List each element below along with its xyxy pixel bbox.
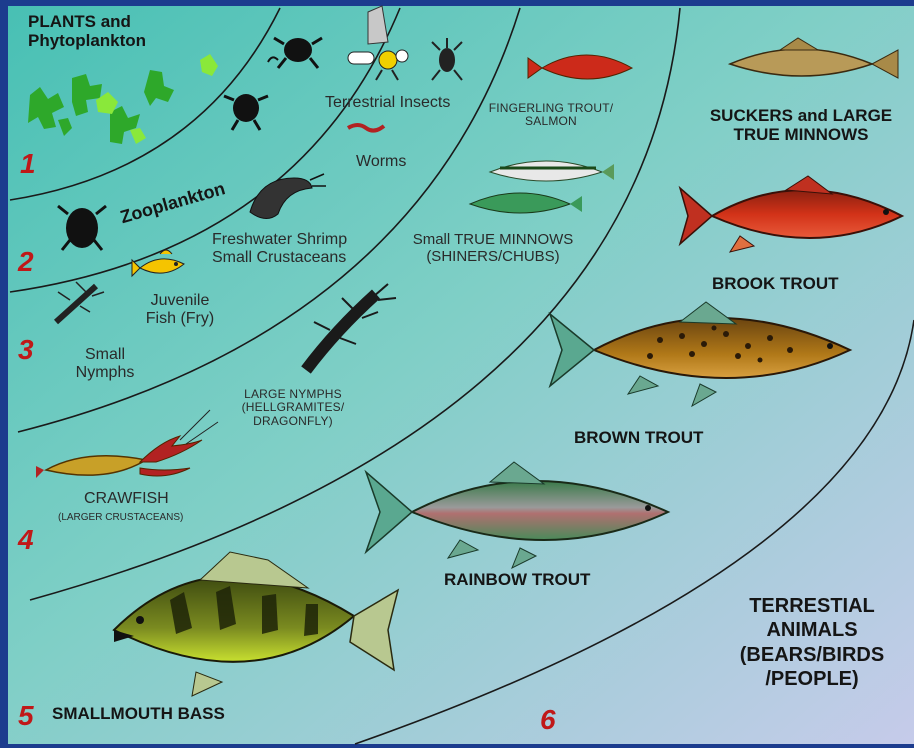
fingerling-label: FINGERLING TROUT/ SALMON: [486, 102, 616, 129]
crawfish-label: CRAWFISH: [84, 490, 169, 508]
terrestrial-animals-label-line-4: /PEOPLE): [712, 667, 912, 691]
juvenile-fish-label-line-2: Fish (Fry): [130, 310, 230, 328]
level-number-2: 2: [18, 246, 34, 278]
freshwater-shrimp-label-line-1: Freshwater Shrimp: [212, 231, 347, 249]
level-number-6: 6: [540, 704, 556, 736]
small-nymphs-label-line-2: Nymphs: [70, 364, 140, 382]
large-nymphs-label-line-3: DRAGONFLY): [228, 415, 358, 428]
rainbow-trout-label: RAINBOW TROUT: [444, 570, 590, 589]
terrestrial-animals-label-line-1: TERRESTIAL: [712, 594, 912, 618]
small-minnows-label-line-2: (SHINERS/CHUBS): [398, 249, 588, 266]
terrestrial-animals-label-line-2: ANIMALS: [712, 618, 912, 642]
suckers-label: SUCKERS and LARGE TRUE MINNOWS: [694, 106, 908, 144]
large-nymphs-label: LARGE NYMPHS (HELLGRAMITES/ DRAGONFLY): [228, 388, 358, 428]
level-number-4: 4: [18, 524, 34, 556]
level-number-3: 3: [18, 334, 34, 366]
smallmouth-bass-label: SMALLMOUTH BASS: [52, 704, 225, 723]
small-minnows-label-line-1: Small TRUE MINNOWS: [398, 232, 588, 249]
large-nymphs-label-line-1: LARGE NYMPHS: [228, 388, 358, 401]
fingerling-label-line-2: SALMON: [486, 115, 616, 128]
plants-label-line-1: PLANTS and: [28, 12, 146, 31]
level-number-5: 5: [18, 700, 34, 732]
small-nymphs-label: Small Nymphs: [70, 346, 140, 382]
suckers-label-line-2: TRUE MINNOWS: [694, 125, 908, 144]
plants-label: PLANTS and Phytoplankton: [28, 12, 146, 50]
fingerling-label-line-1: FINGERLING TROUT/: [486, 102, 616, 115]
juvenile-fish-label-line-1: Juvenile: [130, 292, 230, 310]
brown-trout-label: BROWN TROUT: [574, 428, 703, 447]
freshwater-shrimp-label-line-2: Small Crustaceans: [212, 249, 347, 267]
freshwater-shrimp-label: Freshwater Shrimp Small Crustaceans: [212, 231, 347, 267]
small-nymphs-label-line-1: Small: [70, 346, 140, 364]
suckers-label-line-1: SUCKERS and LARGE: [694, 106, 908, 125]
brook-trout-label: BROOK TROUT: [712, 274, 839, 293]
small-minnows-label: Small TRUE MINNOWS (SHINERS/CHUBS): [398, 232, 588, 266]
crawfish-sublabel: (LARGER CRUSTACEANS): [58, 512, 183, 523]
level-number-1: 1: [20, 148, 36, 180]
plants-label-line-2: Phytoplankton: [28, 31, 146, 50]
terrestrial-insects-label: Terrestrial Insects: [325, 94, 450, 112]
worms-label: Worms: [356, 153, 406, 171]
terrestrial-animals-label: TERRESTIAL ANIMALS (BEARS/BIRDS /PEOPLE): [712, 594, 912, 692]
terrestrial-animals-label-line-3: (BEARS/BIRDS: [712, 643, 912, 667]
juvenile-fish-label: Juvenile Fish (Fry): [130, 292, 230, 328]
large-nymphs-label-line-2: (HELLGRAMITES/: [228, 401, 358, 414]
